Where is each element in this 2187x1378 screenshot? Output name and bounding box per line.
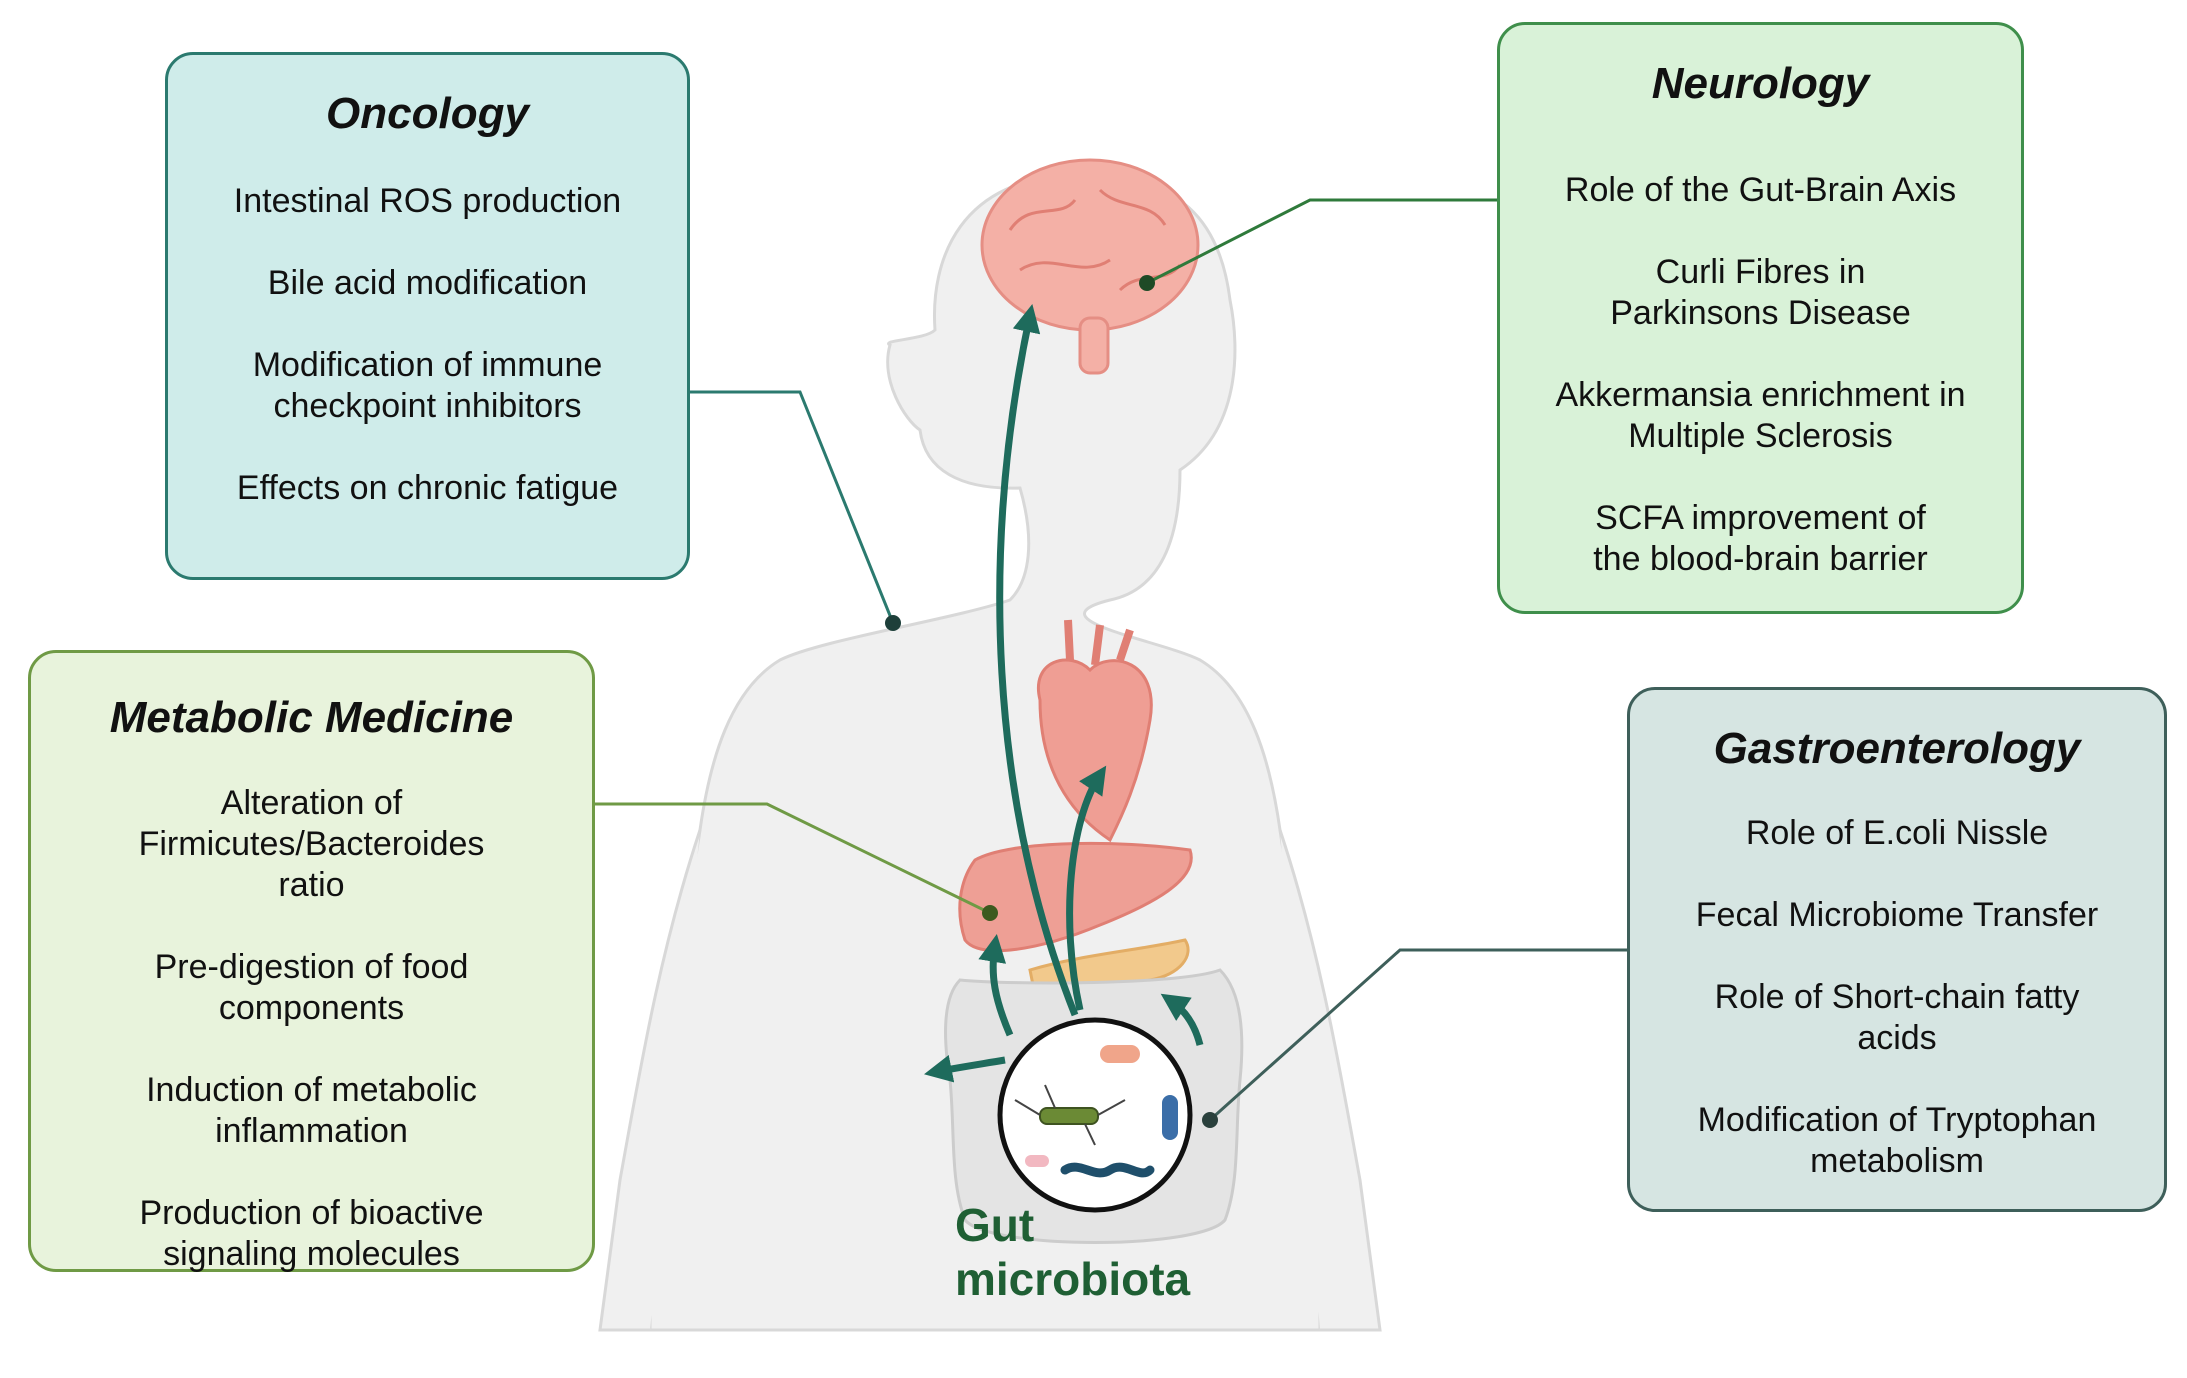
metabolic-connector <box>595 802 991 915</box>
metabolic-items: Alteration of Firmicutes/Bacteroides rat… <box>31 783 592 1275</box>
metabolic-title: Metabolic Medicine <box>109 693 514 742</box>
arrow-to-left-intestine <box>924 1054 1006 1083</box>
oncology-box: Oncology Intestinal ROS production Bile … <box>165 52 690 580</box>
neurology-item-1: Role of the Gut-Brain Axis <box>1564 171 1957 209</box>
oncology-item-2: Bile acid modification <box>267 264 588 302</box>
oncology-connector <box>690 390 895 624</box>
neurology-item-3: Akkermansia enrichment in Multiple Scler… <box>1555 376 1966 455</box>
metabolic-item-1: Alteration of Firmicutes/Bacteroides rat… <box>138 784 485 904</box>
neurology-connector <box>1146 198 1497 285</box>
neurology-box: Neurology Role of the Gut-Brain Axis Cur… <box>1497 22 2024 614</box>
neurology-item-4: SCFA improvement of the blood-brain barr… <box>1593 499 1928 578</box>
gastro-item-2: Fecal Microbiome Transfer <box>1695 896 2099 934</box>
gastro-items: Role of E.coli Nissle Fecal Microbiome T… <box>1630 813 2164 1182</box>
neurology-items: Role of the Gut-Brain Axis Curli Fibres … <box>1500 170 2021 580</box>
arrows <box>924 304 1204 1083</box>
oncology-item-3: Modification of immune checkpoint inhibi… <box>252 346 603 425</box>
heart-icon <box>1036 619 1153 843</box>
gastro-connector <box>1208 948 1627 1122</box>
oncology-items: Intestinal ROS production Bile acid modi… <box>168 181 687 550</box>
arrow-to-brain <box>996 304 1079 1017</box>
metabolic-item-3: Induction of metabolic inflammation <box>146 1071 477 1150</box>
gastro-item-4: Modification of Tryptophan metabolism <box>1697 1101 2097 1180</box>
gut-microbiota-label: Gut microbiota <box>955 1198 1190 1306</box>
oncology-item-1: Intestinal ROS production <box>233 182 622 220</box>
arrow-to-heart <box>1066 765 1107 1011</box>
gastroenterology-box: Gastroenterology Role of E.coli Nissle F… <box>1627 687 2167 1212</box>
gut-label-line1: Gut <box>955 1199 1035 1251</box>
arrow-to-liver <box>978 933 1014 1037</box>
metabolic-item-2: Pre-digestion of food components <box>154 948 469 1027</box>
arrow-to-right-intestine <box>1160 993 1204 1046</box>
metabolic-medicine-box: Metabolic Medicine Alteration of Firmicu… <box>28 650 595 1275</box>
neurology-title: Neurology <box>1651 59 1870 108</box>
metabolic-item-4: Production of bioactive signaling molecu… <box>139 1194 484 1273</box>
oncology-title: Oncology <box>326 89 529 138</box>
oncology-item-4: Effects on chronic fatigue <box>236 469 619 507</box>
neurology-item-2: Curli Fibres in Parkinsons Disease <box>1610 253 1911 332</box>
gastro-item-3: Role of Short-chain fatty acids <box>1714 978 2080 1057</box>
gastro-item-1: Role of E.coli Nissle <box>1745 814 2049 852</box>
liver-icon <box>958 841 1193 953</box>
gut-label-line2: microbiota <box>955 1253 1191 1305</box>
connectors <box>595 198 1627 1128</box>
gut-microbiota-circle <box>997 1017 1193 1213</box>
gastro-title: Gastroenterology <box>1713 724 2081 773</box>
